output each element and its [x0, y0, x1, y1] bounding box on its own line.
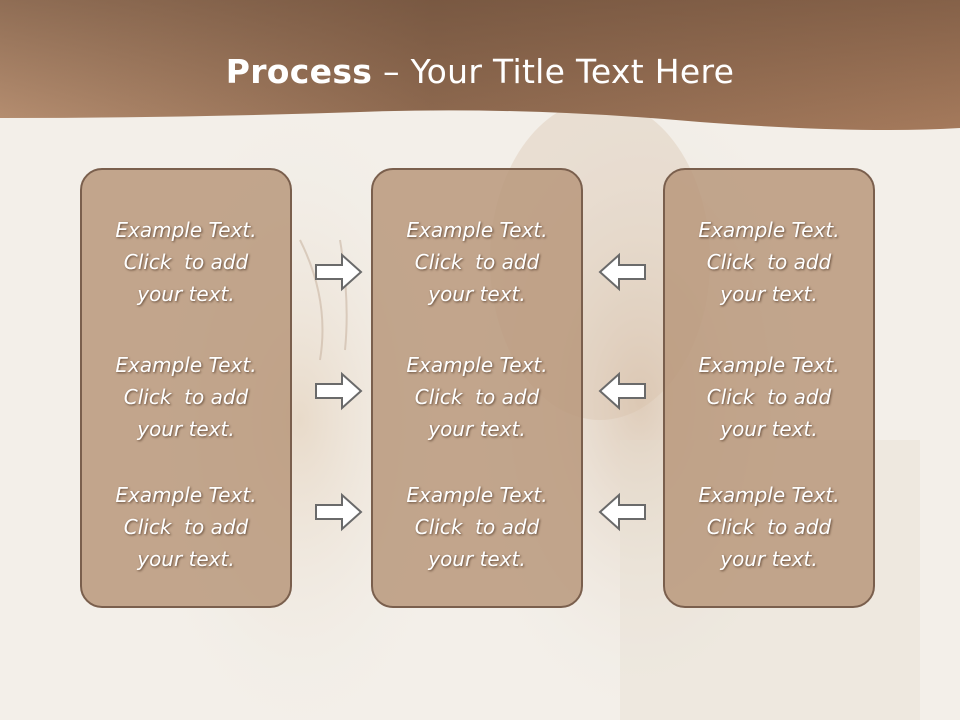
text-block[interactable]: Example Text. Click to add your text.	[82, 479, 290, 575]
text-block[interactable]: Example Text. Click to add your text.	[665, 479, 873, 575]
text-line: your text.	[720, 547, 818, 571]
text-line: Click to add	[706, 385, 832, 409]
text-line: Example Text.	[406, 353, 548, 377]
text-block[interactable]: Example Text. Click to add your text.	[82, 349, 290, 445]
left-arrow-icon	[598, 252, 646, 292]
text-line: Click to add	[123, 515, 249, 539]
title-rest: – Your Title Text Here	[372, 52, 735, 91]
text-line: Click to add	[414, 515, 540, 539]
text-line: Click to add	[706, 250, 832, 274]
text-block[interactable]: Example Text. Click to add your text.	[665, 349, 873, 445]
slide-title[interactable]: Process – Your Title Text Here	[0, 52, 960, 91]
right-arrow-icon	[315, 371, 363, 411]
left-arrow-icon	[598, 492, 646, 532]
text-line: your text.	[720, 282, 818, 306]
text-line: Example Text.	[406, 218, 548, 242]
text-line: your text.	[428, 282, 526, 306]
text-line: Example Text.	[698, 483, 840, 507]
title-bold: Process	[225, 52, 373, 91]
text-block[interactable]: Example Text. Click to add your text.	[82, 214, 290, 310]
text-line: your text.	[137, 417, 235, 441]
text-line: Click to add	[414, 385, 540, 409]
right-arrow-icon	[315, 252, 363, 292]
text-line: your text.	[428, 547, 526, 571]
text-line: Click to add	[123, 250, 249, 274]
text-line: Example Text.	[115, 218, 257, 242]
text-block[interactable]: Example Text. Click to add your text.	[373, 214, 581, 310]
process-box-right[interactable]: Example Text. Click to add your text. Ex…	[663, 168, 875, 608]
text-block[interactable]: Example Text. Click to add your text.	[665, 214, 873, 310]
text-block[interactable]: Example Text. Click to add your text.	[373, 349, 581, 445]
text-line: your text.	[720, 417, 818, 441]
left-arrow-icon	[598, 371, 646, 411]
text-line: Click to add	[123, 385, 249, 409]
text-line: Click to add	[414, 250, 540, 274]
title-banner	[0, 0, 960, 130]
text-line: Example Text.	[115, 353, 257, 377]
text-line: Example Text.	[115, 483, 257, 507]
text-line: Example Text.	[406, 483, 548, 507]
text-line: your text.	[137, 282, 235, 306]
text-line: Example Text.	[698, 218, 840, 242]
text-block[interactable]: Example Text. Click to add your text.	[373, 479, 581, 575]
right-arrow-icon	[315, 492, 363, 532]
process-box-left[interactable]: Example Text. Click to add your text. Ex…	[80, 168, 292, 608]
process-box-center[interactable]: Example Text. Click to add your text. Ex…	[371, 168, 583, 608]
text-line: your text.	[137, 547, 235, 571]
text-line: Click to add	[706, 515, 832, 539]
text-line: your text.	[428, 417, 526, 441]
text-line: Example Text.	[698, 353, 840, 377]
